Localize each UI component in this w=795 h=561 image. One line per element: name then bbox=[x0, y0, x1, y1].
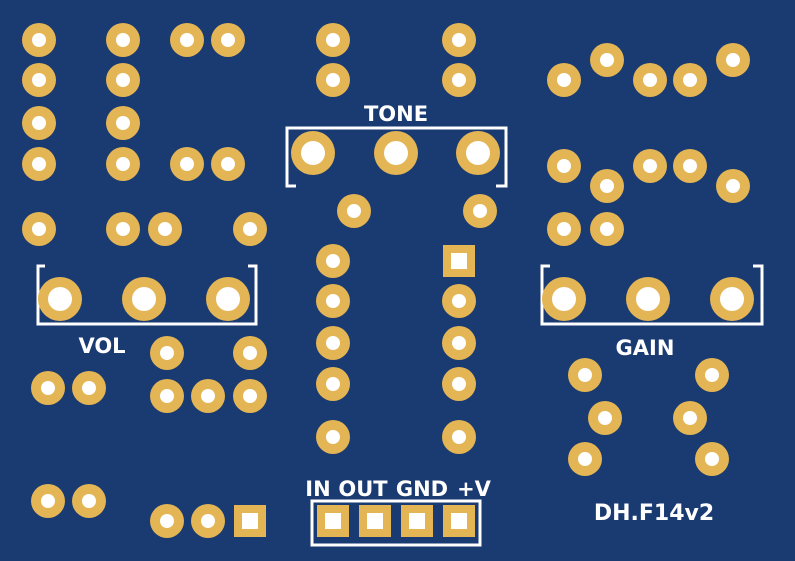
pad-hole bbox=[720, 287, 744, 311]
pad-hole bbox=[705, 368, 719, 382]
pad-hole bbox=[216, 287, 240, 311]
pad-hole bbox=[552, 287, 576, 311]
pad-hole bbox=[82, 381, 96, 395]
pad-hole bbox=[452, 430, 466, 444]
pad-hole bbox=[201, 389, 215, 403]
pad-hole bbox=[32, 116, 46, 130]
gnd-label: GND bbox=[396, 477, 448, 501]
silkscreen-outlines bbox=[36, 126, 764, 547]
pad-hole bbox=[600, 53, 614, 67]
pad-hole bbox=[116, 222, 130, 236]
pad-hole bbox=[221, 33, 235, 47]
vol-label: VOL bbox=[78, 334, 125, 358]
pad-hole bbox=[158, 222, 172, 236]
io-header-outline bbox=[310, 499, 482, 547]
pad-hole bbox=[557, 159, 571, 173]
pad-hole bbox=[452, 73, 466, 87]
pad-hole bbox=[32, 73, 46, 87]
pad-hole bbox=[41, 381, 55, 395]
pad-hole bbox=[116, 157, 130, 171]
pad-hole bbox=[326, 377, 340, 391]
in-label: IN bbox=[305, 477, 330, 501]
pad-hole bbox=[116, 33, 130, 47]
pad-hole bbox=[32, 33, 46, 47]
pad-hole bbox=[384, 141, 408, 165]
pad-hole bbox=[557, 222, 571, 236]
pad-hole bbox=[683, 73, 697, 87]
pad-hole bbox=[41, 494, 55, 508]
pad-hole bbox=[409, 513, 425, 529]
vplus-label: +V bbox=[457, 477, 492, 501]
tone-pot-outline bbox=[285, 126, 508, 188]
pad-hole bbox=[578, 368, 592, 382]
pad-hole bbox=[326, 254, 340, 268]
pad-hole bbox=[473, 204, 487, 218]
pad-hole bbox=[636, 287, 660, 311]
pad-hole bbox=[600, 179, 614, 193]
pad-hole bbox=[325, 513, 341, 529]
pad-group bbox=[22, 23, 754, 538]
pad-hole bbox=[243, 222, 257, 236]
pad-hole bbox=[243, 346, 257, 360]
pad-hole bbox=[466, 141, 490, 165]
version-label: DH.F14v2 bbox=[594, 501, 714, 526]
pad-hole bbox=[243, 389, 257, 403]
pad-hole bbox=[116, 116, 130, 130]
pad-hole bbox=[726, 179, 740, 193]
pad-hole bbox=[557, 73, 571, 87]
pad-hole bbox=[726, 53, 740, 67]
pad-hole bbox=[82, 494, 96, 508]
tone-label: TONE bbox=[364, 102, 428, 126]
pad-hole bbox=[643, 159, 657, 173]
pad-hole bbox=[451, 513, 467, 529]
pad-hole bbox=[326, 430, 340, 444]
pad-hole bbox=[326, 73, 340, 87]
pad-hole bbox=[160, 346, 174, 360]
pad-hole bbox=[326, 336, 340, 350]
pad-hole bbox=[116, 73, 130, 87]
gain-pot-outline bbox=[540, 264, 764, 326]
pad-hole bbox=[221, 157, 235, 171]
pad-hole bbox=[347, 204, 361, 218]
pad-hole bbox=[242, 513, 258, 529]
pad-hole bbox=[160, 514, 174, 528]
pad-hole bbox=[452, 377, 466, 391]
pad-hole bbox=[32, 222, 46, 236]
pad-hole bbox=[326, 33, 340, 47]
pad-hole bbox=[32, 157, 46, 171]
pad-hole bbox=[201, 514, 215, 528]
pad-hole bbox=[160, 389, 174, 403]
pad-hole bbox=[600, 222, 614, 236]
pad-hole bbox=[132, 287, 156, 311]
out-label: OUT bbox=[338, 477, 388, 501]
pad-hole bbox=[683, 159, 697, 173]
pad-hole bbox=[367, 513, 383, 529]
pad-hole bbox=[180, 33, 194, 47]
pad-hole bbox=[705, 452, 719, 466]
pad-hole bbox=[452, 33, 466, 47]
pad-hole bbox=[180, 157, 194, 171]
pad-hole bbox=[326, 294, 340, 308]
vol-pot-outline bbox=[36, 264, 258, 326]
pad-hole bbox=[301, 141, 325, 165]
pad-hole bbox=[578, 452, 592, 466]
pad-hole bbox=[452, 294, 466, 308]
pad-hole bbox=[48, 287, 72, 311]
pad-hole bbox=[598, 411, 612, 425]
pad-hole bbox=[451, 253, 467, 269]
pad-hole bbox=[452, 336, 466, 350]
gain-label: GAIN bbox=[616, 336, 675, 360]
pad-hole bbox=[683, 411, 697, 425]
pad-hole bbox=[643, 73, 657, 87]
